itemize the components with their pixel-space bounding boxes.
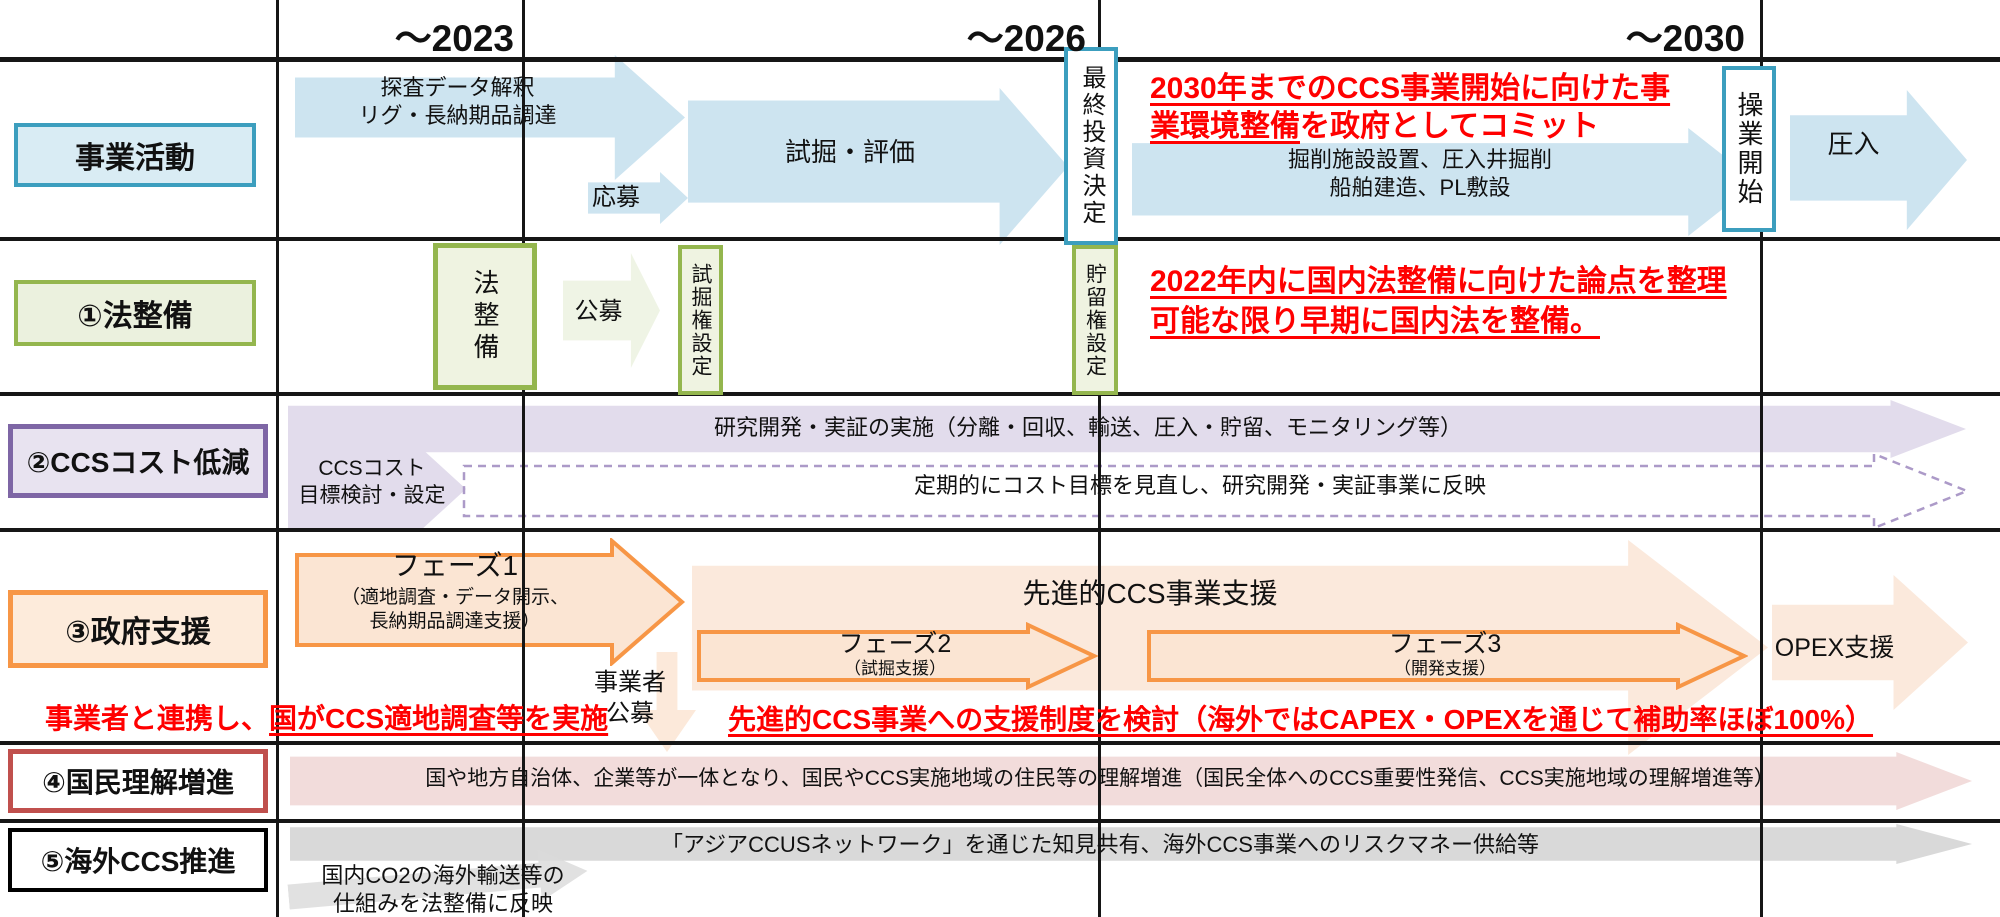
fid-milestone-box: 最終投資決定 (1064, 47, 1118, 245)
law-development-label: 法整備 (470, 268, 500, 365)
pilot-right-box: 試掘権設定 (678, 245, 723, 395)
cost-target-text: CCSコスト 目標検討・設定 (298, 457, 446, 507)
phase1-sub: （適地調査・データ開示、 長納期品調達支援） (340, 587, 569, 633)
row-label-public: ④国民理解増進 (8, 749, 268, 813)
cost-target-arrow-shape (288, 450, 466, 528)
grid-vline-2030 (1760, 0, 1763, 917)
phase3-sub: （開発支援） (1394, 659, 1496, 678)
gov-note-left-plain: 事業者と連携し、 (45, 703, 270, 734)
grid-hline-row1 (0, 237, 2000, 241)
gov-note-left-underlined: 国がCCS適地調査等を実施 (269, 703, 609, 734)
phase1-arrow-shape (295, 538, 686, 666)
row-label-business: 事業活動 (14, 123, 256, 187)
rd-arrow-shape (288, 400, 1966, 458)
row-label-overseas: ⑤海外CCS推進 (8, 828, 268, 892)
phase2-arrow-shape (697, 622, 1098, 690)
storage-right-box: 貯留権設定 (1072, 245, 1118, 395)
phase3-arrow-shape (1147, 622, 1748, 690)
year-label-2030: ～2030 (1625, 18, 1745, 59)
grid-vline-2026 (1098, 0, 1101, 917)
fid-milestone-label: 最終投資決定 (1078, 65, 1105, 227)
storage-right-label: 貯留権設定 (1083, 262, 1107, 378)
phase1-title: フェーズ1 (391, 550, 519, 581)
grid-hline-header (0, 57, 2000, 62)
opex-text: OPEX支援 (1774, 634, 1895, 662)
phase3-title: フェーズ3 (1388, 630, 1502, 658)
co2-transport-note: 国内CO2の海外輸送等の 仕組みを法整備に反映 (321, 863, 565, 917)
commit-note-line2-rest: を政府としてコミット (1300, 110, 1600, 143)
overseas-arrow-text: 「アジアCCUSネットワーク」を通じた知見共有、海外CCS事業へのリスクマネー供… (661, 832, 1539, 857)
commit-note-line2-underlined: 業環境整備 (1150, 110, 1300, 143)
open-call-text: 公募 (574, 298, 623, 325)
overseas-arrow-shape (290, 824, 1972, 864)
grid-hline-row4 (0, 741, 2000, 745)
construction-arrow-text: 掘削施設設置、圧入井掘削 船舶建造、PL敷設 (1287, 147, 1552, 201)
row-label-gov-support: ③政府支援 (8, 590, 268, 668)
grid-hline-row2 (0, 392, 2000, 396)
year-label-2023: ～2023 (394, 18, 514, 59)
explore-arrow-text: 探査データ解釈 リグ・長納期品調達 (358, 75, 557, 129)
pilot-right-label: 試掘権設定 (689, 262, 712, 378)
commit-note-line2: 業環境整備を政府としてコミット (1150, 108, 1599, 146)
operator-call-text: 事業者 公募 (594, 669, 666, 727)
commit-note-line1: 2030年までのCCS事業開始に向けた事 (1150, 72, 1671, 105)
legal-note-line1: 2022年内に国内法整備に向けた論点を整理 (1150, 265, 1727, 298)
row-label-cost: ②CCSコスト低減 (8, 424, 268, 498)
row-label-legal: ①法整備 (14, 280, 256, 346)
public-understanding-text: 国や地方自治体、企業等が一体となり、国民やCCS実施地域の住民等の理解増進（国民… (425, 767, 1775, 790)
phase2-title: フェーズ2 (838, 630, 952, 658)
grid-hline-row5 (0, 819, 2000, 823)
cost-review-text: 定期的にコスト目標を見直し、研究開発・実証事業に反映 (913, 473, 1486, 498)
phase2-sub: （試掘支援） (844, 659, 946, 678)
rd-arrow-text: 研究開発・実証の実施（分離・回収、輸送、圧入・貯留、モニタリング等） (713, 415, 1462, 440)
operation-start-label: 操業開始 (1734, 91, 1764, 207)
cost-review-dashed-arrow-shape (462, 452, 1970, 530)
public-understanding-arrow-shape (290, 752, 1972, 810)
year-label-2026: ～2026 (966, 18, 1086, 59)
injection-arrow-text: 圧入 (1827, 129, 1880, 159)
gov-note-left: 事業者と連携し、国がCCS適地調査等を実施 (45, 701, 608, 737)
apply-text: 応募 (592, 184, 640, 211)
grid-hline-row3 (0, 528, 2000, 532)
grid-vline-labels (276, 0, 279, 917)
grid-vline-2023 (522, 0, 525, 917)
appraisal-arrow-text: 試掘・評価 (784, 137, 915, 167)
advanced-support-title: 先進的CCS事業支援 (1022, 578, 1278, 609)
legal-note-line2: 可能な限り早期に国内法を整備。 (1150, 305, 1600, 338)
law-development-box: 法整備 (433, 243, 537, 390)
operation-start-box: 操業開始 (1722, 66, 1776, 232)
gov-note-right: 先進的CCS事業への支援制度を検討（海外ではCAPEX・OPEXを通じて補助率ほ… (728, 704, 1874, 735)
